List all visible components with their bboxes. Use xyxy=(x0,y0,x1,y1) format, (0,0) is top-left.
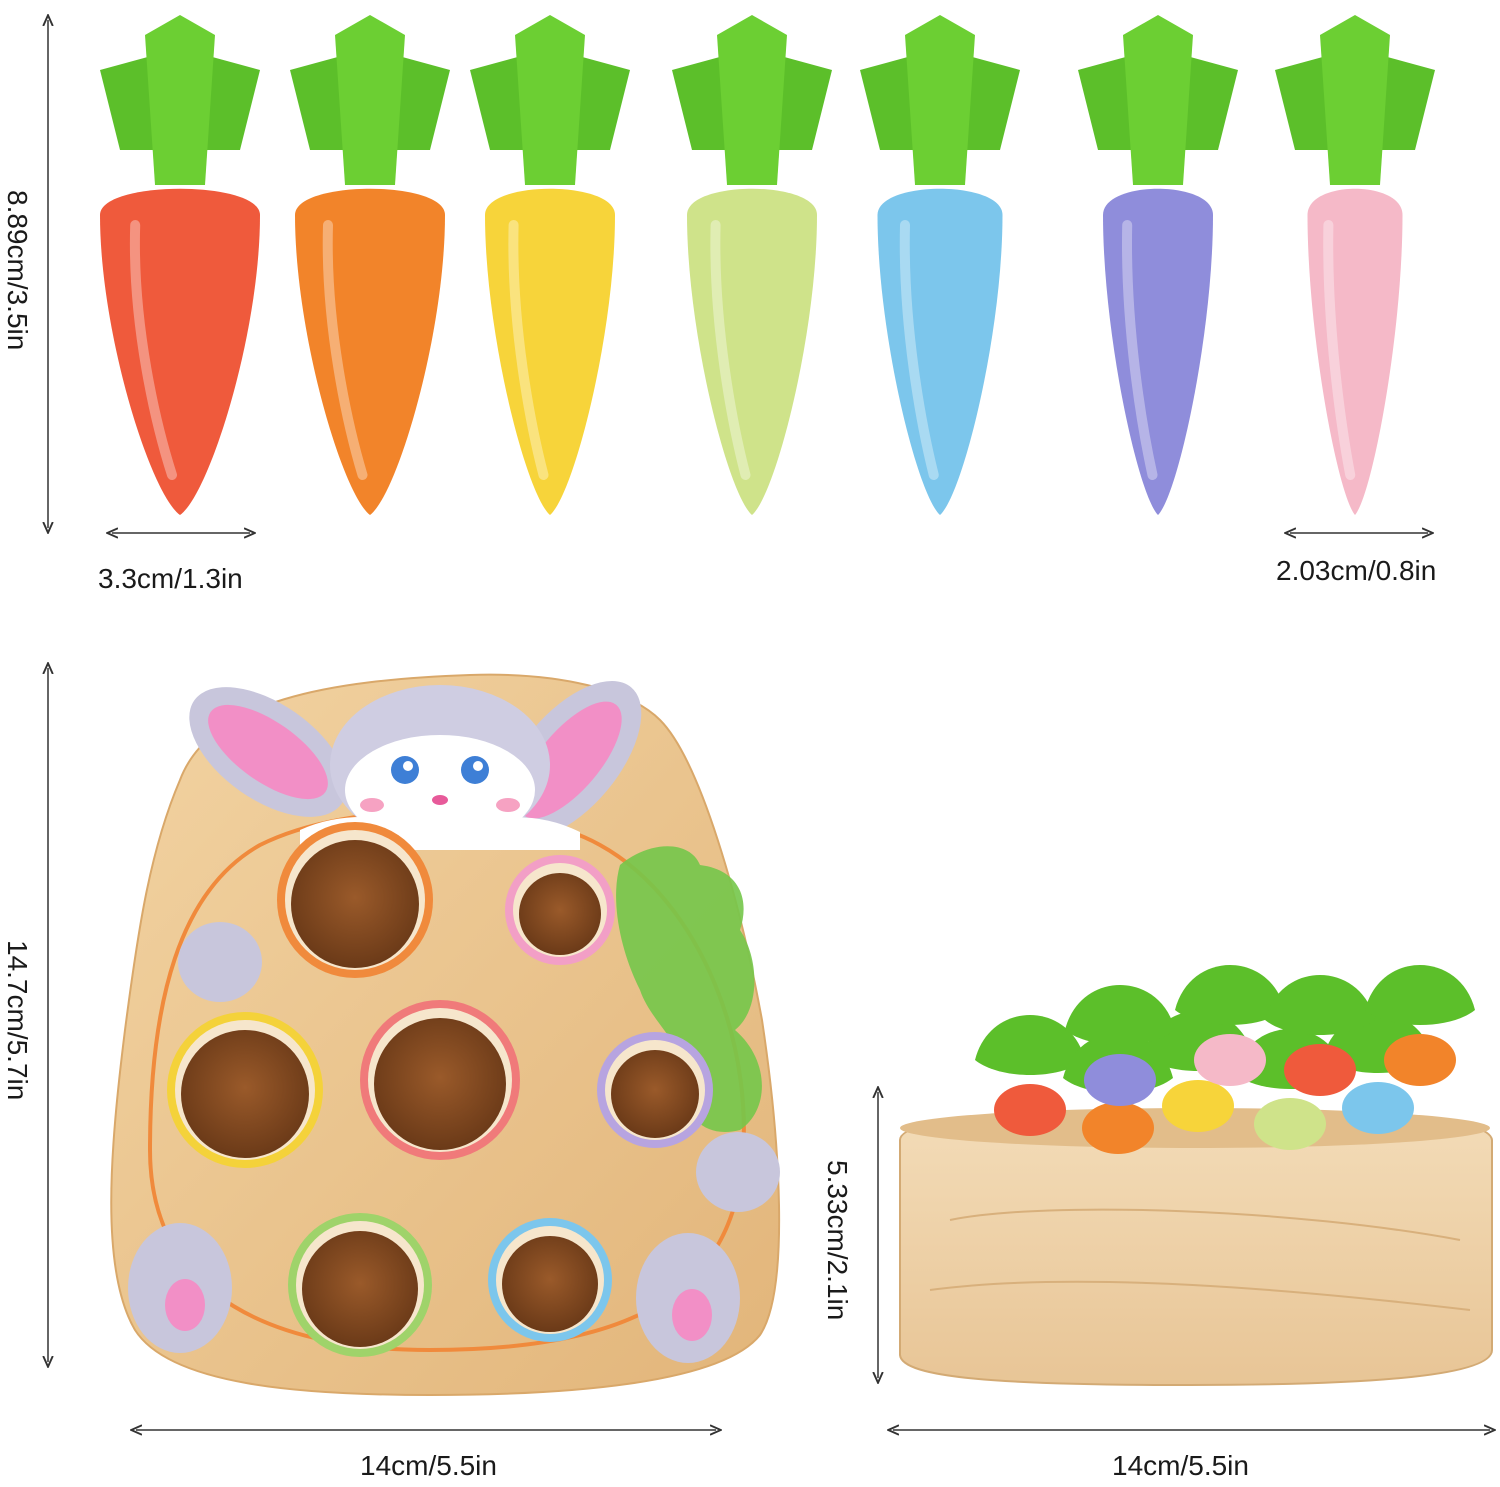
carrot-body xyxy=(1307,188,1403,515)
carrot-leaf xyxy=(717,15,787,185)
carrot-body xyxy=(1103,188,1213,515)
hole xyxy=(519,873,601,955)
carrot-body xyxy=(295,188,445,515)
carrot-body xyxy=(485,188,615,515)
paw-decal xyxy=(696,1132,780,1212)
carrot-leaf xyxy=(145,15,215,185)
wooden-box-side-view xyxy=(899,965,1493,1387)
wooden-board xyxy=(110,673,781,1397)
hole xyxy=(611,1050,699,1138)
carrot-width-small-label: 2.03cm/0.8in xyxy=(1276,555,1436,586)
carrot-width-large-label: 3.3cm/1.3in xyxy=(98,563,243,594)
hole xyxy=(302,1231,418,1347)
board-height-label: 14.7cm/5.7in xyxy=(2,940,33,1100)
box-carrot-top xyxy=(1384,1034,1456,1086)
carrot xyxy=(100,15,260,515)
carrot xyxy=(672,15,832,515)
box-carrot-top xyxy=(994,1084,1066,1136)
board-holes xyxy=(167,822,713,1357)
box-carrot-top xyxy=(1084,1054,1156,1106)
box-carrot-leaves xyxy=(1265,975,1375,1035)
hole xyxy=(181,1030,309,1158)
box-carrot-leaves xyxy=(975,1015,1085,1075)
box-carrot-top xyxy=(1194,1034,1266,1086)
box-carrot-leaves xyxy=(1065,985,1175,1045)
hole xyxy=(502,1236,598,1332)
carrot-leaf xyxy=(905,15,975,185)
hole xyxy=(374,1018,506,1150)
box-width-label: 14cm/5.5in xyxy=(1112,1450,1249,1481)
box-carrot-leaves xyxy=(1175,965,1285,1025)
paw-decal xyxy=(178,922,262,1002)
carrot xyxy=(470,15,630,515)
carrot xyxy=(1275,15,1435,515)
carrot-leaf xyxy=(335,15,405,185)
box-height-label: 5.33cm/2.1in xyxy=(822,1160,853,1320)
carrot-leaf xyxy=(1123,15,1193,185)
box-carrot-leaves xyxy=(1365,965,1475,1025)
carrot-body xyxy=(877,188,1003,515)
carrot xyxy=(290,15,450,515)
carrot-leaf xyxy=(515,15,585,185)
carrots-row xyxy=(100,15,1435,515)
carrot-body xyxy=(100,188,260,515)
box-carrot-top xyxy=(1284,1044,1356,1096)
board-width-label: 14cm/5.5in xyxy=(360,1450,497,1481)
carrot xyxy=(860,15,1020,515)
box-carrot-top xyxy=(1082,1102,1154,1154)
carrot xyxy=(1078,15,1238,515)
carrot-body xyxy=(687,188,817,515)
hole xyxy=(291,840,419,968)
carrot-leaf xyxy=(1320,15,1390,185)
box-carrot-tops xyxy=(975,965,1475,1154)
box-carrot-top xyxy=(1342,1082,1414,1134)
box-carrot-top xyxy=(1254,1098,1326,1150)
box-carrot-top xyxy=(1162,1080,1234,1132)
carrot-height-label: 8.89cm/3.5in xyxy=(2,190,33,350)
